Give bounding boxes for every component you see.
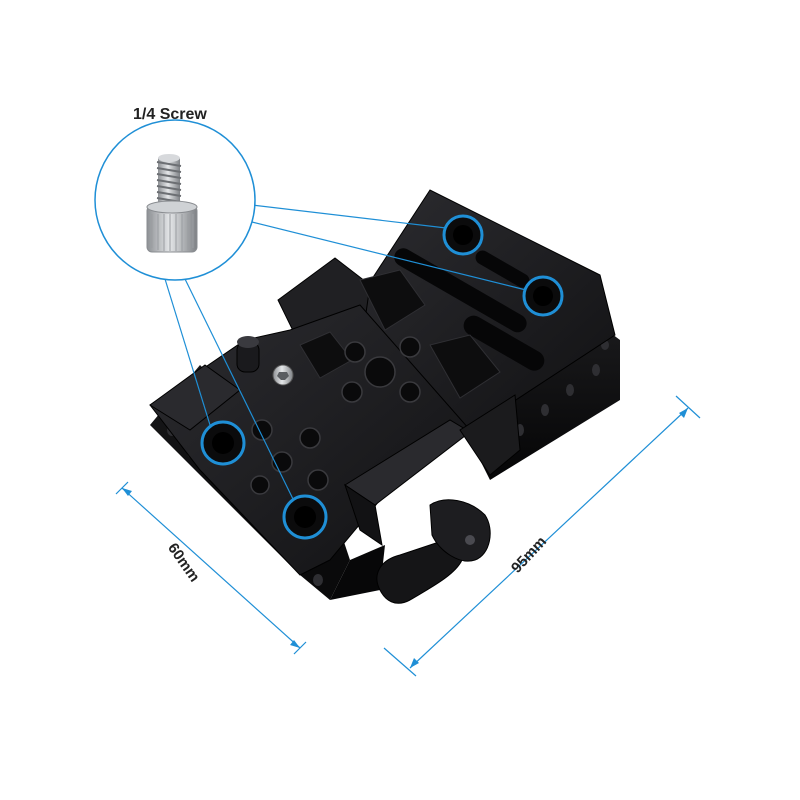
highlighted-holes [200,214,564,540]
screw-image [146,154,198,253]
threaded-holes [250,336,421,495]
clamp-rail [344,394,521,547]
rod-pin [236,336,260,373]
dimension-line-60mm [115,481,307,655]
recessed-pockets [299,269,501,399]
locking-knob [376,499,491,604]
slots [394,248,545,371]
hex-screw-small [272,364,294,386]
screw-callout [94,119,256,281]
dimension-line-95mm [383,395,701,677]
callout-lines [164,204,527,500]
screw-label: 1/4 Screw [133,106,207,123]
